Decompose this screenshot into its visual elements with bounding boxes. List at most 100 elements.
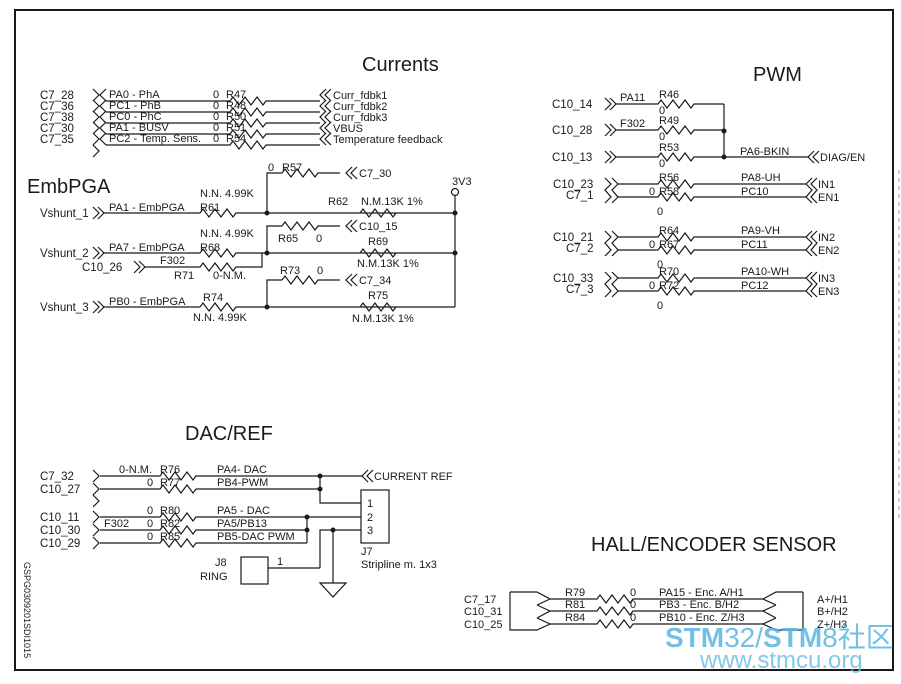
resistor-ref: R64	[659, 225, 679, 237]
offsheet-connector-icon	[319, 99, 332, 113]
embpga-title: EmbPGA	[27, 176, 111, 198]
junction	[304, 527, 310, 533]
bus-chevron	[92, 144, 100, 158]
vshunt3-port: Vshunt_3	[40, 302, 89, 314]
signal-label: PB10 - Enc. Z/H3	[659, 612, 745, 624]
connector-label: C7_28	[40, 90, 74, 102]
resistor-wire	[100, 471, 320, 481]
net-label: Curr_fdbk3	[333, 112, 387, 124]
port-connector-icon	[92, 206, 105, 220]
connector-label: C10_27	[40, 484, 80, 496]
resistor-wire	[106, 140, 320, 150]
connector-label: C10_33	[553, 273, 593, 285]
resistor-r68	[199, 248, 455, 258]
supply-3v3-label: 3V3	[452, 176, 472, 188]
resistor-ref: R70	[659, 266, 679, 278]
bus-chevron	[604, 271, 619, 298]
vshunt1-port: Vshunt_1	[40, 208, 89, 220]
current-ref-net: CURRENT REF	[374, 471, 453, 483]
resistor-r69	[359, 248, 397, 258]
resistor-wire	[616, 125, 724, 135]
resistor-ref: R76	[160, 464, 180, 476]
resistor-wire	[550, 619, 763, 629]
bus-chevron	[99, 132, 107, 146]
junction	[264, 304, 270, 310]
connector-label: C7_38	[40, 112, 74, 124]
resistor-wire	[106, 96, 320, 106]
document-id: GSPG0309201SDI1015	[22, 562, 32, 658]
r69-value: N.M.13K 1%	[357, 258, 419, 270]
signal-label: PA10-WH	[741, 266, 789, 278]
resistor-r73	[281, 275, 340, 285]
resistor-value: 0	[213, 122, 219, 134]
connector-j7	[360, 489, 390, 544]
resistor-value: 0	[659, 105, 665, 117]
wire	[266, 279, 282, 307]
net-label: EN1	[818, 192, 839, 204]
j7-ref: J7	[361, 546, 373, 558]
r71-signal: F302	[160, 255, 185, 267]
resistor-wire	[618, 273, 806, 283]
junction	[264, 250, 270, 256]
resistor-wire	[550, 594, 763, 604]
watermark-url: www.stmcu.org	[699, 647, 863, 674]
offsheet-connector-icon	[345, 273, 358, 287]
watermark-brand: STM32/STM8社区	[665, 622, 894, 653]
signal-label: PB4-PWM	[217, 477, 268, 489]
resistor-ref: R48	[226, 100, 246, 112]
vshunt1-signal: PA1 - EmbPGA	[109, 202, 185, 214]
signal-label: PC10	[741, 186, 769, 198]
r61-value: N.N. 4.99K	[200, 188, 254, 200]
resistor-ref: R58	[659, 186, 679, 198]
bus-chevron	[92, 132, 100, 146]
ground-icon	[318, 582, 348, 598]
sheet-frame	[14, 9, 894, 671]
resistor-wire	[618, 286, 806, 296]
j7-pin-2: 2	[367, 512, 373, 524]
resistor-value: 0	[147, 477, 153, 489]
signal-label: F302	[620, 118, 645, 130]
connector-label: C10_11	[40, 512, 79, 524]
resistor-ref: R82	[160, 518, 180, 530]
bus-chevron	[92, 99, 100, 113]
resistor-value: 0	[213, 89, 219, 101]
resistor-wire	[618, 192, 806, 202]
signal-label: PA8-UH	[741, 172, 781, 184]
supply-3v3-terminal	[450, 187, 460, 197]
signal-label: PB5-DAC PWM	[217, 531, 295, 543]
resistor-r61	[199, 208, 455, 218]
r73-net: C7_34	[359, 275, 391, 287]
resistor-ref: R49	[659, 115, 679, 127]
signal-label: PA1 - BUSV	[109, 122, 169, 134]
resistor-ref: R81	[565, 599, 585, 611]
r68-value: N.N. 4.99K	[200, 228, 254, 240]
junction	[452, 250, 458, 256]
resistor-wire	[618, 179, 806, 189]
r71-value: 0-N.M.	[213, 270, 246, 282]
junction	[452, 210, 458, 216]
resistor-ref: R50	[226, 111, 246, 123]
resistor-value: 0	[213, 133, 219, 145]
resistor-value: 0	[147, 531, 153, 543]
vshunt2-signal: PA7 - EmbPGA	[109, 242, 185, 254]
resistor-value: 0	[213, 100, 219, 112]
bus-chevron	[604, 230, 619, 257]
net-label: Z+/H3	[817, 619, 847, 631]
resistor-value: 0	[657, 259, 663, 271]
signal-label: PB3 - Enc. B/H2	[659, 599, 739, 611]
dac-bus-label: F302	[104, 518, 129, 530]
connector-label: C10_28	[552, 125, 592, 137]
r75-ref: R75	[368, 290, 388, 302]
resistor-wire	[100, 525, 307, 535]
signal-label: PA4- DAC	[217, 464, 267, 476]
offsheet-connector-icon	[345, 219, 358, 233]
bus-chevron	[92, 523, 100, 537]
resistor-value: 0	[657, 300, 663, 312]
resistor-r75	[359, 302, 397, 312]
connector-label: C10_31	[464, 606, 503, 618]
bus-chevron	[92, 482, 100, 496]
resistor-ref: R72	[659, 280, 679, 292]
net-label: EN2	[818, 245, 839, 257]
